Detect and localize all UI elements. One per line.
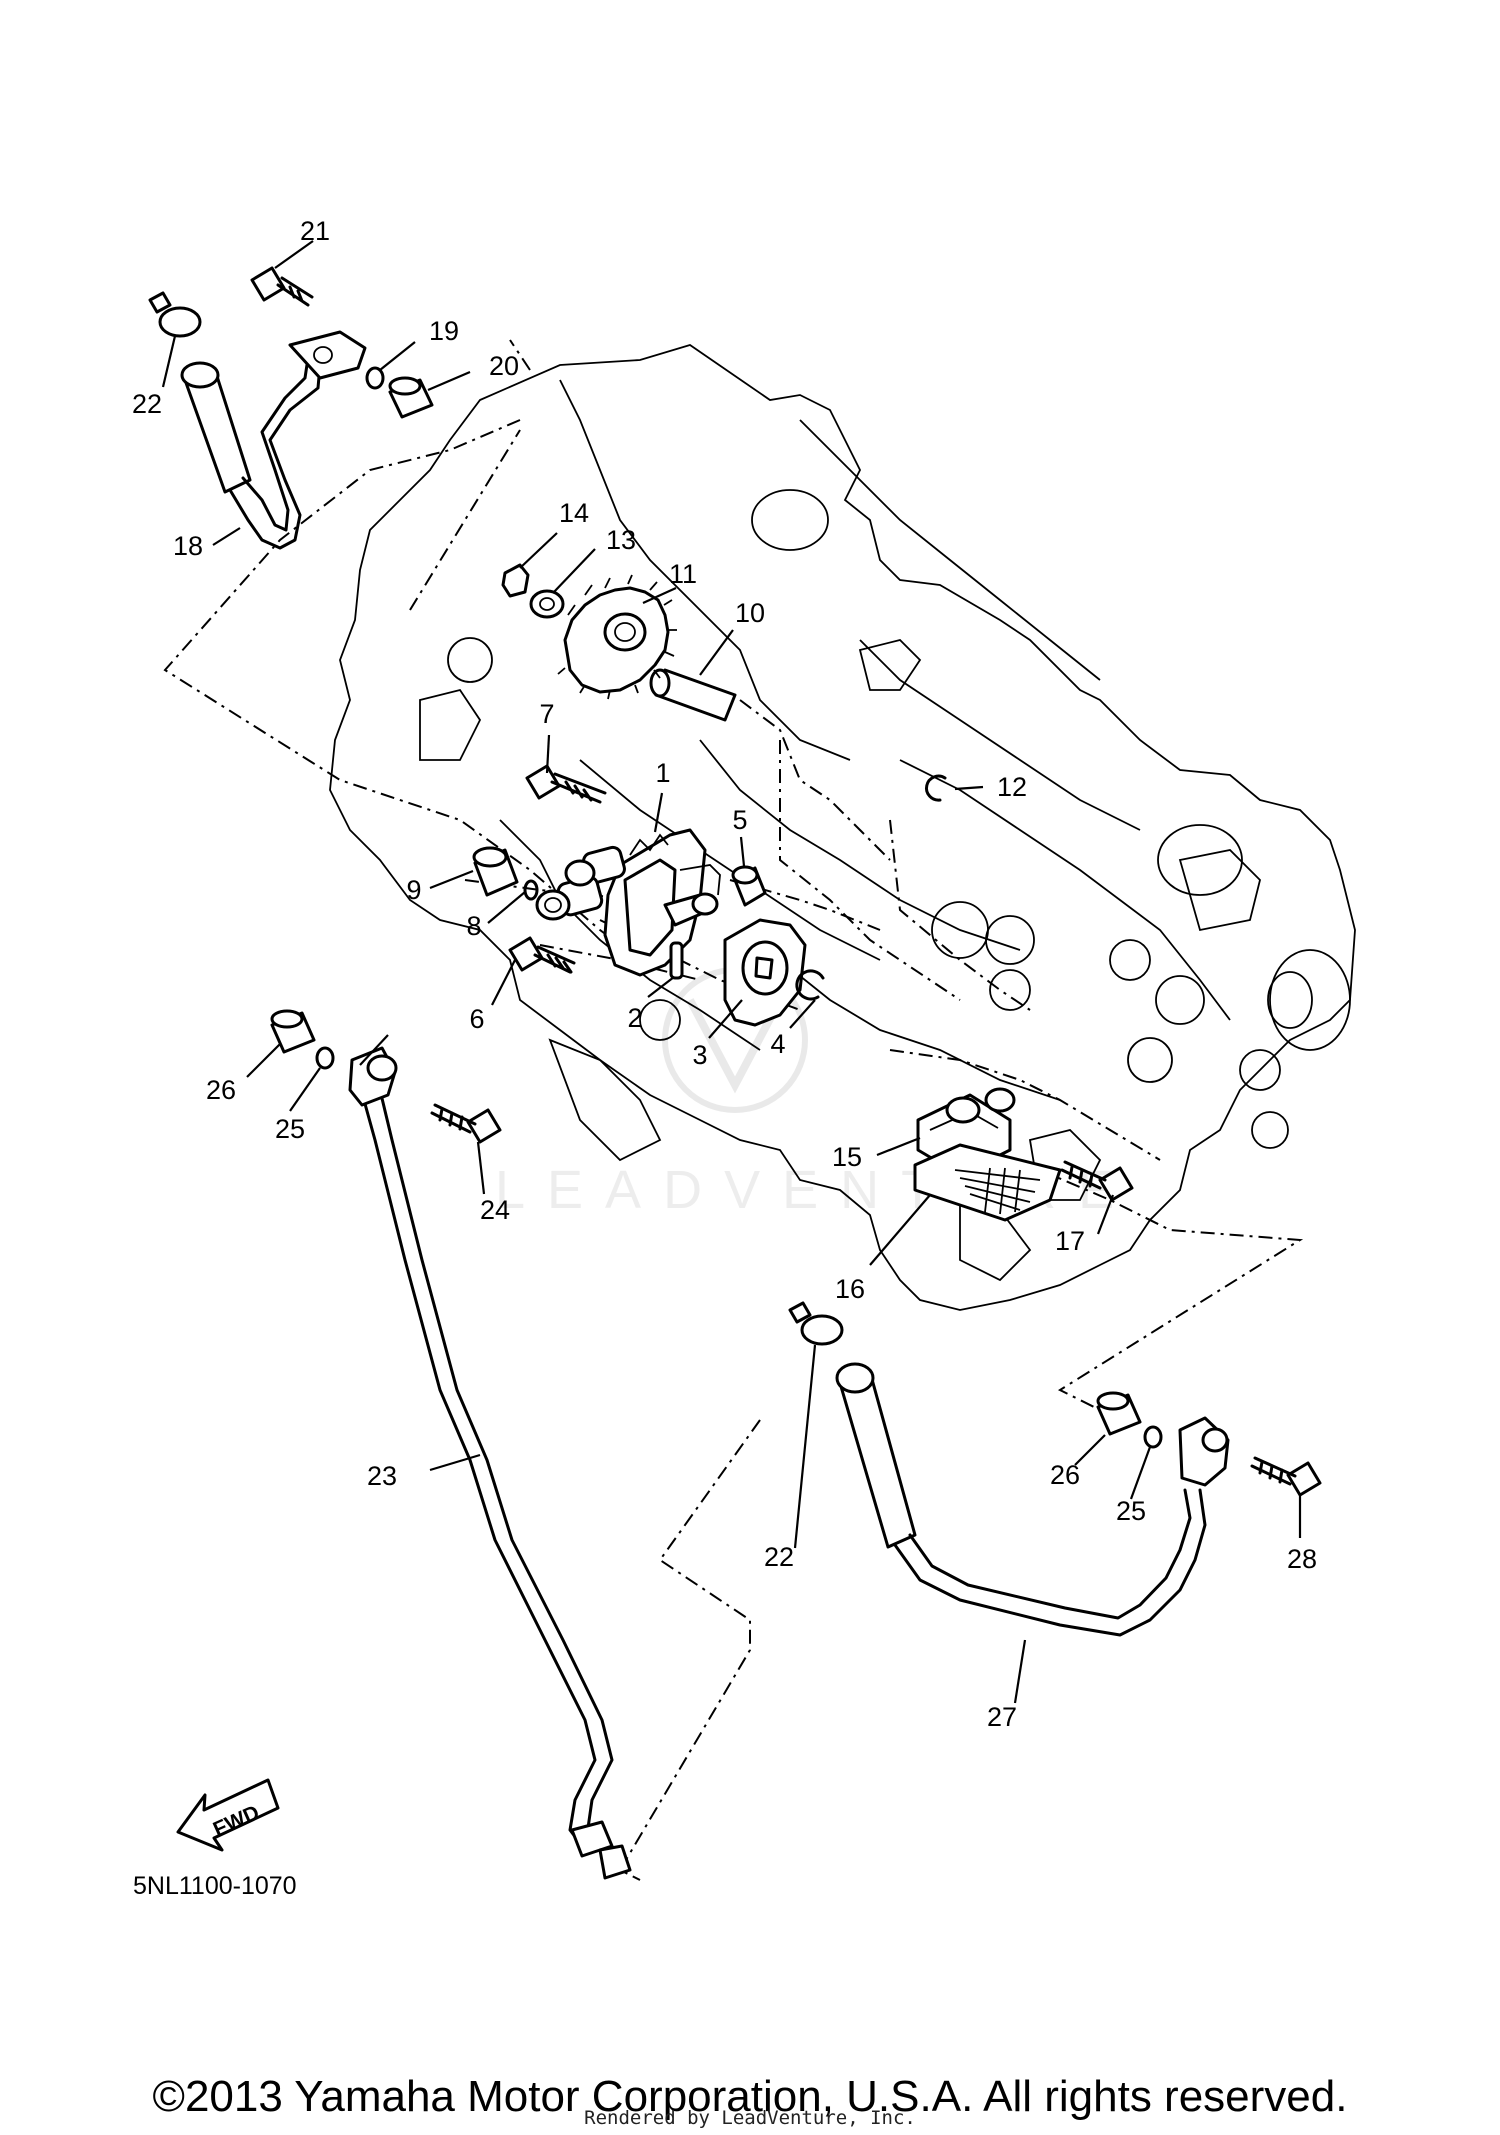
forward-arrow-icon: FWD <box>176 1778 280 1852</box>
callout-26-upper: 26 <box>206 1075 236 1105</box>
part-11-gear <box>557 574 677 700</box>
callout-5: 5 <box>732 805 747 835</box>
part-10-shaft <box>649 668 737 722</box>
engine-crankcase <box>329 344 1356 1311</box>
part-24-bolt <box>430 1103 502 1144</box>
callout-18: 18 <box>173 531 203 561</box>
part-21-bolt <box>250 266 314 307</box>
part-22-hose-clamp-lower <box>788 1301 844 1346</box>
part-5-collar <box>731 865 767 907</box>
callout-28: 28 <box>1287 1544 1317 1574</box>
copyright-notice: ©2013 Yamaha Motor Corporation, U.S.A. A… <box>152 2072 1348 2121</box>
part-26-collar-lower <box>1096 1391 1142 1436</box>
part-12-clip <box>925 774 947 802</box>
rendered-by-notice: Rendered by LeadVenture, Inc. <box>584 2107 916 2129</box>
callout-13: 13 <box>606 525 636 555</box>
callout-10: 10 <box>735 598 765 628</box>
part-8-o-ring <box>523 879 539 901</box>
part-20-collar <box>388 376 434 419</box>
callout-16: 16 <box>835 1274 865 1304</box>
callout-17: 17 <box>1055 1226 1085 1256</box>
part-18-oil-pipe-upper <box>180 330 367 550</box>
callout-22-upper: 22 <box>132 389 162 419</box>
callout-9: 9 <box>406 875 421 905</box>
part-22-hose-clamp-upper <box>148 291 202 338</box>
part-25-o-ring-lower <box>1143 1425 1163 1449</box>
part-14-clip <box>501 563 530 598</box>
part-26-collar-upper <box>270 1009 316 1054</box>
part-code: 5NL1100-1070 <box>133 1872 297 1900</box>
callout-25-lower: 25 <box>1116 1496 1146 1526</box>
part-13-washer <box>529 589 565 619</box>
part-19-o-ring <box>365 366 385 390</box>
callout-24: 24 <box>480 1195 510 1225</box>
part-23-oil-pipe-long <box>348 1046 632 1880</box>
callout-25-upper: 25 <box>275 1114 305 1144</box>
part-16-strainer <box>913 1143 1062 1222</box>
part-6-bolt <box>508 936 576 974</box>
callout-3: 3 <box>692 1040 707 1070</box>
callout-11: 11 <box>669 559 697 589</box>
part-4-circlip <box>795 969 825 1001</box>
callout-4: 4 <box>770 1029 785 1059</box>
callout-1: 1 <box>655 758 670 788</box>
callout-numbers: 1 2 3 4 5 6 7 8 9 10 11 12 13 14 15 16 1… <box>132 216 1317 1732</box>
part-1-oil-pump-housing <box>535 828 721 977</box>
callout-14: 14 <box>559 498 589 528</box>
callout-6: 6 <box>469 1004 484 1034</box>
part-25-o-ring-upper <box>315 1046 335 1070</box>
part-7-bolt <box>525 764 607 804</box>
callout-8: 8 <box>466 911 481 941</box>
part-2-dowel-pin <box>669 941 684 980</box>
callout-26-lower: 26 <box>1050 1460 1080 1490</box>
callout-19: 19 <box>429 316 459 346</box>
callout-7: 7 <box>539 699 554 729</box>
part-17-bolt <box>1060 1160 1134 1202</box>
callout-12: 12 <box>997 772 1027 802</box>
callout-2: 2 <box>627 1003 642 1033</box>
part-3-rotor <box>723 918 807 1027</box>
part-28-bolt <box>1250 1456 1322 1497</box>
callout-27: 27 <box>987 1702 1017 1732</box>
part-27-oil-pipe-lower <box>835 1362 1230 1637</box>
leader-lines <box>161 240 1302 1704</box>
callout-20: 20 <box>489 351 519 381</box>
callout-22-lower: 22 <box>764 1542 794 1572</box>
part-9-collar <box>472 846 519 897</box>
callout-23: 23 <box>367 1461 397 1491</box>
callout-21: 21 <box>300 216 330 246</box>
callout-15: 15 <box>832 1142 862 1172</box>
